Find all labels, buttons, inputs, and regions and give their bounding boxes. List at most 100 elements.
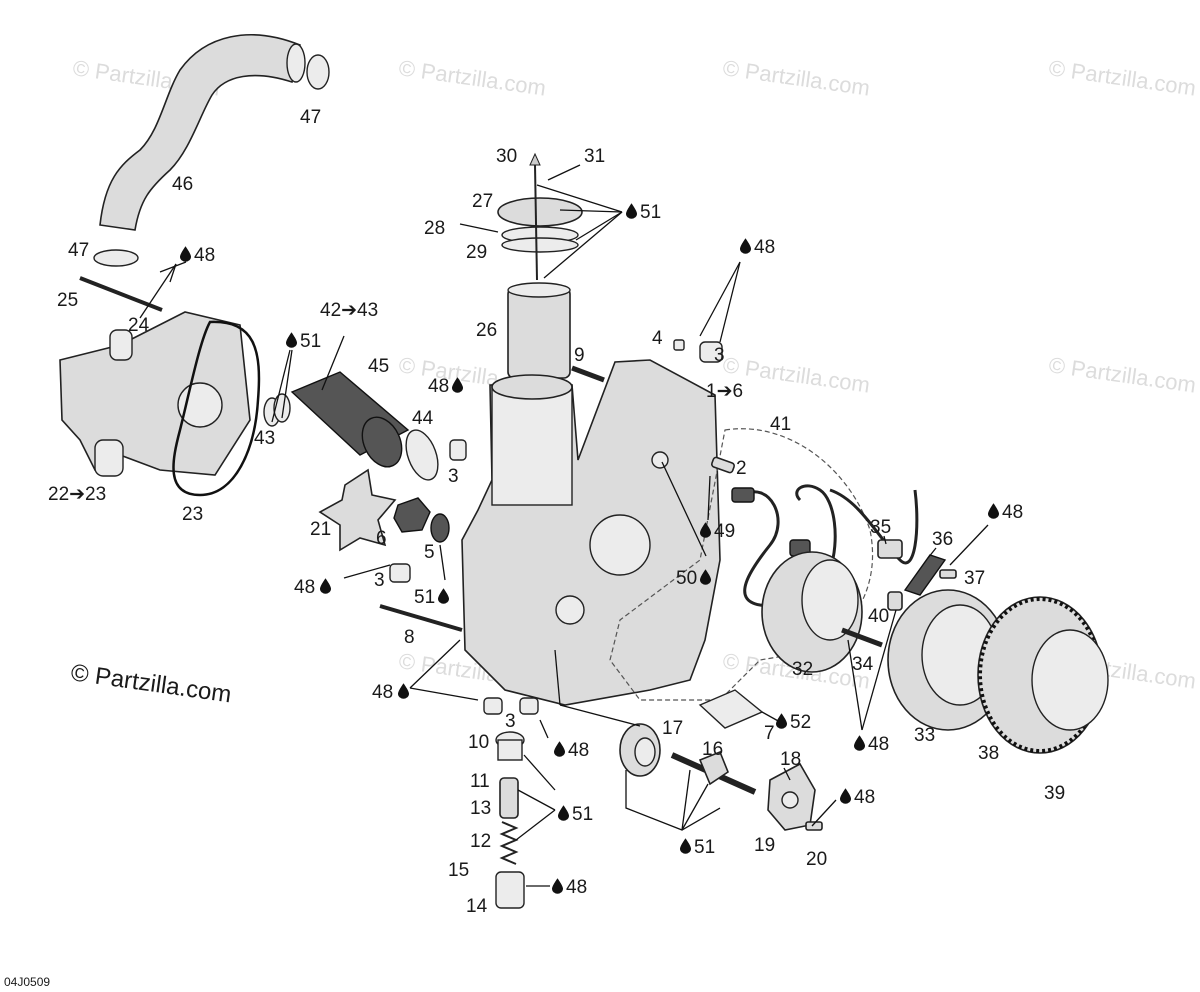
pump-cover-screw — [805, 821, 823, 831]
callout-41: 41 — [770, 414, 791, 435]
seal-ring — [273, 393, 291, 423]
valve-plug — [495, 871, 525, 909]
svg-text:48: 48 — [194, 245, 215, 266]
callout-1-6: 1➔6 — [706, 381, 743, 402]
callout-27: 27 — [472, 191, 493, 212]
wire-connector — [731, 487, 755, 503]
oil-drop-icon — [740, 238, 751, 254]
svg-text:52: 52 — [790, 712, 811, 733]
oil-drop-icon — [558, 805, 569, 821]
svg-text:51: 51 — [640, 202, 661, 223]
pump-gear — [698, 750, 729, 786]
callout-20: 20 — [806, 849, 827, 870]
callout-47: 47 — [300, 107, 321, 128]
valve-piston — [499, 777, 519, 819]
hose-clamp-top — [306, 54, 330, 90]
callout-45: 45 — [368, 356, 389, 377]
cover-plate — [698, 689, 764, 729]
copyright-notice: © Partzilla.com — [69, 659, 233, 708]
hose-clamp-bottom — [93, 249, 139, 267]
seal-face — [361, 416, 403, 468]
callout-11: 11 — [470, 771, 490, 792]
oil-drop-icon — [438, 588, 449, 604]
lubricant-51-callout: 51 — [626, 202, 661, 223]
sensor-screw — [939, 569, 957, 579]
callout-3: 3 — [374, 570, 385, 591]
callout-36: 36 — [932, 529, 953, 550]
callout-40: 40 — [868, 606, 889, 627]
dowel-pin — [710, 456, 736, 474]
callout-14: 14 — [466, 896, 488, 917]
pump-bore — [177, 382, 223, 428]
oil-drop-icon — [680, 838, 691, 854]
lubricant-48-callout: 48 — [180, 245, 215, 266]
callout-16: 16 — [702, 739, 723, 760]
lubricant-51-callout: 51 — [558, 804, 593, 825]
callout-35: 35 — [870, 517, 891, 538]
filter-cap — [497, 197, 583, 227]
svg-text:48: 48 — [428, 376, 449, 397]
oil-drop-icon — [398, 683, 409, 699]
callout-44: 44 — [412, 408, 434, 429]
oil-drop-icon — [286, 332, 297, 348]
lubricant-50-callout: 50 — [676, 568, 711, 589]
callout-15: 15 — [448, 860, 469, 881]
callout-37: 37 — [964, 568, 985, 589]
callout-6: 6 — [376, 528, 387, 549]
cover-bolt — [571, 365, 605, 383]
callout-7: 7 — [764, 723, 775, 744]
lubricant-49-callout: 49 — [700, 521, 735, 542]
svg-text:51: 51 — [694, 837, 715, 858]
sensor-wire — [829, 488, 919, 565]
svg-text:48: 48 — [566, 877, 587, 898]
svg-text:48: 48 — [568, 740, 589, 761]
oil-drop-icon — [320, 578, 331, 594]
svg-text:48: 48 — [754, 237, 775, 258]
svg-text:51: 51 — [300, 331, 321, 352]
callout-3: 3 — [505, 711, 516, 732]
filter-housing — [491, 384, 573, 506]
watermark: © Partzilla.com — [1047, 55, 1197, 100]
callout-34: 34 — [852, 654, 874, 675]
washer — [430, 513, 450, 543]
lubricant-48-callout: 48 — [372, 682, 409, 703]
hose-end — [286, 43, 306, 83]
filter-plug — [529, 152, 541, 166]
pump-cover-hole — [781, 791, 799, 809]
callout-39: 39 — [1044, 783, 1065, 804]
seal-ring-44 — [405, 429, 439, 481]
plug-cap — [483, 697, 503, 715]
callout-29: 29 — [466, 242, 487, 263]
oil-drop-icon — [626, 203, 637, 219]
lubricant-51-callout: 51 — [286, 331, 321, 352]
watermark: © Partzilla.com — [721, 55, 871, 100]
callout-46: 46 — [172, 174, 193, 195]
callout-10: 10 — [468, 732, 489, 753]
svg-text:48: 48 — [372, 682, 393, 703]
oil-filter-cover — [507, 287, 571, 379]
pump-o-ring — [172, 320, 261, 497]
sensor-bracket — [903, 554, 947, 596]
callout-8: 8 — [404, 627, 415, 648]
plug-cap — [389, 563, 411, 583]
callout-38: 38 — [978, 743, 999, 764]
coolant-hose — [99, 34, 301, 231]
svg-text:49: 49 — [714, 521, 735, 542]
lubricant-48-callout: 48 — [840, 787, 875, 808]
callout-9: 9 — [574, 345, 585, 366]
oil-drop-icon — [776, 713, 787, 729]
callout-3: 3 — [448, 466, 459, 487]
watermark: © Partzilla.com — [397, 55, 547, 100]
leader-lines — [139, 164, 989, 887]
callout-43: 43 — [254, 428, 275, 449]
lubricant-48-callout: 48 — [428, 376, 463, 397]
cap-o-ring — [501, 237, 579, 253]
trigger-sensor — [877, 539, 903, 559]
lubricant-51-callout: 51 — [680, 837, 715, 858]
diagram-code: 04J0509 — [4, 975, 50, 989]
svg-text:48: 48 — [1002, 502, 1023, 523]
valve-cap-body — [497, 739, 523, 761]
lubricant-48-callout: 48 — [294, 577, 331, 598]
